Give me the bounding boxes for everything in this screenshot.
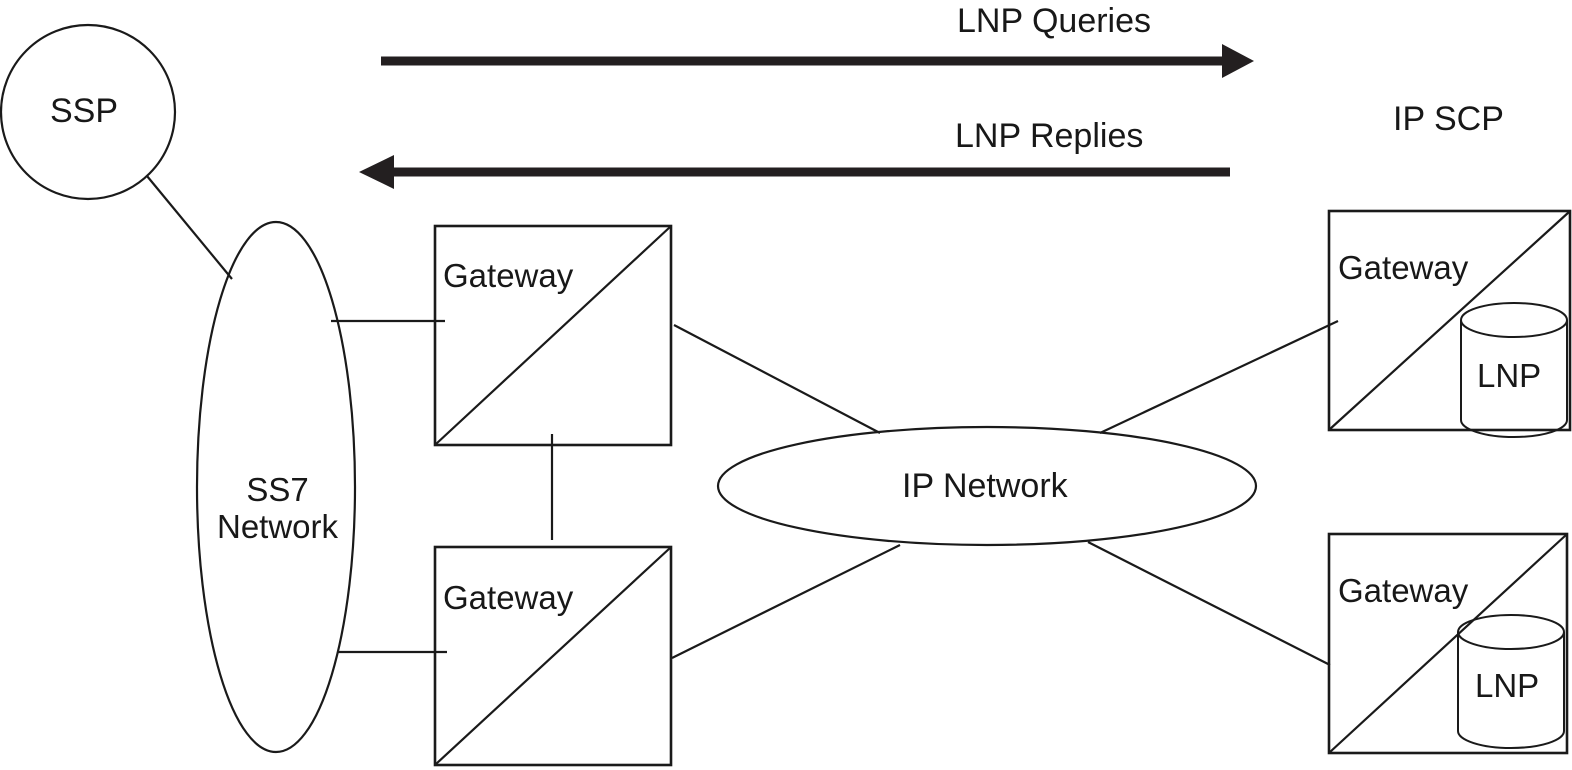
gateway-top-left-label: Gateway — [443, 257, 574, 294]
gateway-bottom-left-box — [433, 545, 673, 767]
lnp-replies-arrow — [359, 155, 1230, 189]
gateway-bottom-right-label: Gateway — [1338, 572, 1469, 609]
ss7-network-label-line2: Network — [216, 507, 339, 545]
ip-scp-label: IP SCP — [1393, 100, 1504, 138]
gateway-top-right-label: Gateway — [1338, 249, 1469, 286]
ssp-label: SSP — [50, 92, 119, 130]
link-ssp-to-ss7 — [146, 175, 233, 280]
link-gateway-bottom-left-to-ip-network — [671, 544, 901, 659]
ip-network-label: IP Network — [902, 467, 1068, 505]
gateway-bottom-left-label: Gateway — [443, 579, 574, 616]
lnp-database-cylinder-top — [1460, 302, 1568, 438]
ss7-network-label: SS7 Network — [215, 471, 340, 546]
gateway-bottom-right-box — [1327, 532, 1569, 755]
lnp-database-cylinder-bottom — [1457, 614, 1565, 749]
ss7-network-ellipse — [195, 220, 357, 754]
lnp-replies-label: LNP Replies — [955, 117, 1144, 155]
lnp-queries-arrow — [381, 44, 1254, 78]
ss7-network-label-line1: SS7 — [246, 471, 309, 508]
link-ip-network-to-gateway-top-right — [1099, 320, 1339, 434]
lnp-database-top-label: LNP — [1477, 357, 1542, 394]
gateway-top-right-box — [1327, 209, 1572, 438]
ip-network-ellipse — [716, 425, 1258, 547]
link-ip-network-to-gateway-bottom-right — [1087, 541, 1331, 666]
lnp-queries-label: LNP Queries — [957, 2, 1152, 40]
link-gateway-top-left-to-ip-network — [673, 324, 881, 434]
ssp-circle — [0, 23, 177, 201]
lnp-database-bottom-label: LNP — [1475, 667, 1540, 704]
